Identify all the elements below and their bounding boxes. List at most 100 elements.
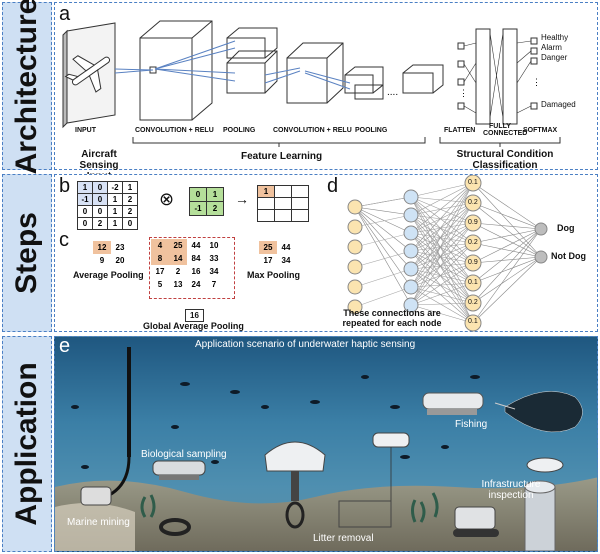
label-fishing: Fishing	[455, 419, 488, 430]
stage-softmax: SOFTMAX	[523, 127, 558, 134]
pool-matrix-frame	[149, 237, 235, 299]
label-biological-sampling: Biological sampling	[141, 449, 227, 460]
weight-node	[464, 214, 482, 232]
output-dog: Dog	[557, 223, 575, 233]
weight-3: 0.9	[468, 219, 478, 226]
hidden-node	[403, 297, 419, 313]
avg-pool-caption: Average Pooling	[73, 270, 144, 280]
hidden-node	[403, 243, 419, 259]
application-band: Application	[2, 336, 52, 552]
dots-flatten: ⋮	[459, 88, 468, 98]
dots-classes: ⋮	[532, 77, 541, 87]
underwater-scene	[55, 347, 597, 551]
seaweed	[140, 492, 439, 523]
stage-input: INPUT	[75, 127, 96, 134]
inspection-drone	[338, 432, 410, 528]
input-node	[347, 259, 363, 275]
flatten-column	[457, 28, 538, 125]
stage-pool2: POOLING	[355, 127, 388, 134]
fishing-net	[494, 391, 583, 433]
panel-a-letter: a	[59, 3, 71, 25]
output-not-dog: Not Dog	[551, 251, 586, 261]
architecture-band: Architecture	[2, 0, 52, 174]
classification-brace	[439, 137, 561, 147]
max-pool-caption: Max Pooling	[247, 270, 301, 280]
gap-caption: Global Average Pooling	[143, 321, 244, 331]
feature-brace	[132, 137, 426, 147]
weight-node	[464, 194, 482, 212]
stage-pool1: POOLING	[223, 127, 256, 134]
stage-flatten: FLATTEN	[444, 127, 476, 134]
mining-robot	[80, 486, 112, 506]
pipeline	[524, 480, 556, 551]
weight-4: 0.2	[468, 239, 478, 246]
class-danger: Danger	[541, 53, 568, 62]
sampling-robot	[152, 460, 206, 480]
pool1-block	[226, 27, 278, 94]
pool2-block	[344, 66, 384, 100]
conv1-block	[139, 20, 213, 121]
label-marine-mining: Marine mining	[67, 517, 130, 528]
aircraft-icon	[64, 55, 111, 93]
stage-conv1: CONVOLUTION + RELU	[135, 127, 214, 134]
flatten-block	[402, 64, 444, 94]
output-node	[534, 222, 548, 236]
output-node	[534, 250, 548, 264]
weight-node	[464, 234, 482, 252]
classification-caption: Structural Condition Classification	[456, 149, 554, 171]
stage-fc: FULLY CONNECTED	[483, 123, 528, 137]
output-matrix: 1	[257, 185, 309, 222]
weight-node	[464, 254, 482, 272]
connections-caption: These connections are repeated for each …	[342, 308, 442, 328]
weight-2: 0.2	[468, 199, 478, 206]
input-node	[347, 239, 363, 255]
hidden-node	[403, 261, 419, 277]
hidden-node	[403, 207, 419, 223]
feature-caption: Feature Learning	[241, 151, 323, 162]
neural-network-diagram	[347, 175, 548, 332]
weight-5: 0.9	[468, 259, 478, 266]
panel-d-letter: d	[327, 175, 339, 197]
panel-application: e Application scenario of underwater hap…	[54, 336, 598, 552]
stage-conv2: CONVOLUTION + RELU	[273, 127, 352, 134]
tracked-vehicle	[453, 506, 499, 537]
mooring-cable	[127, 347, 131, 457]
flat-robot	[526, 457, 564, 473]
panel-architecture: .... ⋮ ⋮ a INPUT CONVOLUTION + RELU POOL…	[54, 2, 598, 182]
litter-robot	[264, 441, 326, 529]
weight-1: 0.1	[468, 179, 478, 186]
convolution-symbol: ⊗	[159, 189, 175, 209]
weight-6: 0.1	[468, 279, 478, 286]
tire-litter	[159, 518, 191, 536]
input-node	[347, 199, 363, 215]
ellipsis: ....	[387, 87, 398, 98]
cnn-architecture-diagram: .... ⋮ ⋮	[62, 20, 561, 147]
scene-title: Application scenario of underwater hapti…	[195, 339, 416, 350]
panel-c-letter: c	[59, 229, 69, 251]
application-label: Application	[10, 362, 43, 526]
fishing-robot	[422, 392, 484, 415]
panel-b-letter: b	[59, 175, 71, 197]
panel-e-letter: e	[59, 336, 71, 357]
hidden-node	[403, 225, 419, 241]
input-node	[347, 279, 363, 295]
class-alarm: Alarm	[541, 43, 562, 52]
hidden-node	[403, 189, 419, 205]
hidden-node	[403, 279, 419, 295]
architecture-label: Architecture	[10, 0, 43, 175]
steps-band: Steps	[2, 174, 52, 332]
input-node	[347, 299, 363, 315]
weight-node	[464, 274, 482, 292]
weight-node	[464, 314, 482, 332]
class-damaged: Damaged	[541, 100, 576, 109]
weight-7: 0.2	[468, 299, 478, 306]
label-infrastructure-inspection: Infrastructure inspection	[481, 479, 541, 501]
gap-value: 16	[185, 309, 204, 322]
weight-8: 0.1	[468, 318, 478, 325]
